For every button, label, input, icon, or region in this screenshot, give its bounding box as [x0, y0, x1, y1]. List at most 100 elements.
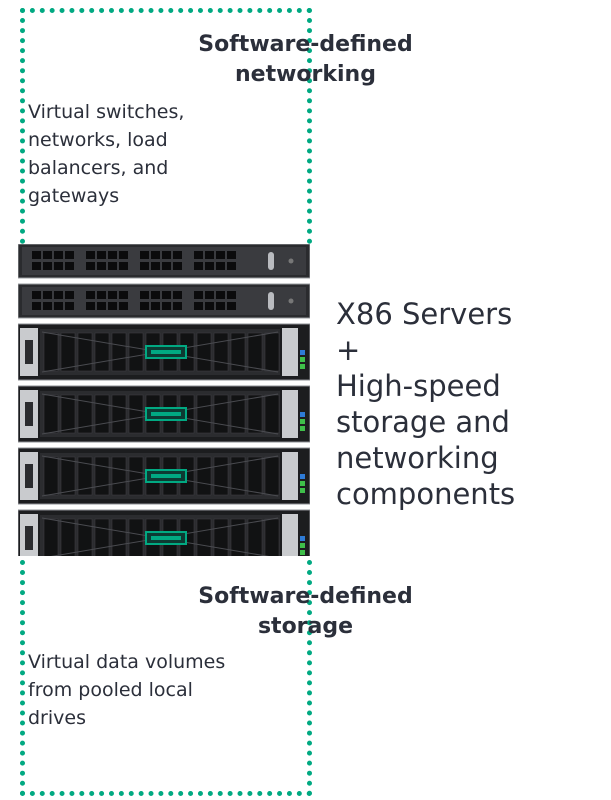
status-led	[300, 543, 305, 548]
storage-title-line: Software-defined	[198, 584, 413, 609]
port	[32, 262, 41, 270]
port	[119, 262, 128, 270]
server-handle-right	[282, 452, 298, 500]
port	[173, 262, 182, 270]
drive-bay	[247, 332, 263, 372]
drive-bay	[128, 394, 144, 434]
hardware-label-line: networking	[336, 441, 499, 475]
status-led	[300, 364, 305, 369]
switch-led	[288, 298, 294, 304]
drive-bay	[128, 518, 144, 556]
server-handle-right	[282, 514, 298, 556]
drive-bay	[111, 332, 127, 372]
storage-description: Virtual data volumes from pooled local d…	[28, 648, 593, 732]
drive-bay	[196, 456, 212, 496]
drive-bay	[247, 456, 263, 496]
networking-title: Software-defined networking	[24, 30, 587, 90]
networking-box	[20, 8, 312, 244]
status-led	[300, 481, 305, 486]
server-latch	[25, 402, 33, 426]
port	[65, 251, 74, 259]
drive-bay	[94, 332, 110, 372]
port	[108, 262, 117, 270]
drive-bay	[94, 518, 110, 556]
port	[119, 251, 128, 259]
port	[162, 251, 171, 259]
port	[32, 302, 41, 310]
hardware-label-line: High-speed	[336, 369, 501, 403]
port	[140, 291, 149, 299]
networking-description-line: Virtual switches,	[28, 101, 185, 123]
status-led	[300, 412, 305, 417]
port	[151, 291, 160, 299]
drive-bay	[230, 332, 246, 372]
status-led	[300, 550, 305, 555]
port	[194, 302, 203, 310]
port	[216, 262, 225, 270]
drive-bay	[60, 518, 76, 556]
port	[227, 262, 236, 270]
storage-title-line: storage	[257, 614, 354, 639]
port	[97, 302, 106, 310]
port	[173, 291, 182, 299]
networking-description-line: networks, load	[28, 129, 168, 151]
drive-bay	[247, 518, 263, 556]
drive-bay	[196, 394, 212, 434]
port	[227, 251, 236, 259]
port	[86, 291, 95, 299]
server-accent-light	[151, 412, 181, 416]
port	[140, 302, 149, 310]
rack-server	[18, 323, 310, 381]
drive-bay	[264, 456, 280, 496]
drive-bay	[43, 332, 59, 372]
port	[151, 251, 160, 259]
drive-bay	[264, 332, 280, 372]
drive-bay	[213, 518, 229, 556]
server-latch	[25, 526, 33, 550]
drive-bay	[94, 456, 110, 496]
port	[173, 302, 182, 310]
port	[151, 262, 160, 270]
drive-bay	[111, 394, 127, 434]
server-handle-right	[282, 328, 298, 376]
port	[108, 291, 117, 299]
storage-title: Software-defined storage	[24, 582, 587, 642]
port	[119, 291, 128, 299]
drive-bay	[264, 394, 280, 434]
port	[97, 251, 106, 259]
port	[162, 262, 171, 270]
drive-bay	[230, 518, 246, 556]
storage-description-line: drives	[28, 707, 86, 729]
port	[216, 291, 225, 299]
network-switch	[18, 244, 310, 279]
port	[86, 302, 95, 310]
port	[205, 302, 214, 310]
port	[32, 251, 41, 259]
port	[54, 262, 63, 270]
status-led	[300, 419, 305, 424]
drive-bay	[77, 456, 93, 496]
networking-description: Virtual switches, networks, load balance…	[28, 98, 593, 210]
status-led	[300, 357, 305, 362]
port	[108, 251, 117, 259]
port	[65, 291, 74, 299]
port	[162, 302, 171, 310]
drive-bay	[94, 394, 110, 434]
switch-indicator	[268, 252, 274, 270]
storage-box	[20, 560, 312, 796]
port	[97, 291, 106, 299]
networking-title-line: Software-defined	[198, 32, 413, 57]
port	[205, 251, 214, 259]
drive-bay	[213, 394, 229, 434]
port	[54, 291, 63, 299]
drive-bay	[43, 394, 59, 434]
port	[108, 302, 117, 310]
drive-bay	[128, 332, 144, 372]
port	[151, 302, 160, 310]
switch-led	[288, 258, 294, 264]
rack-server	[18, 509, 310, 556]
port	[97, 262, 106, 270]
hardware-label: X86 Servers + High-speed storage and net…	[336, 296, 596, 512]
drive-bay	[60, 332, 76, 372]
port	[32, 291, 41, 299]
